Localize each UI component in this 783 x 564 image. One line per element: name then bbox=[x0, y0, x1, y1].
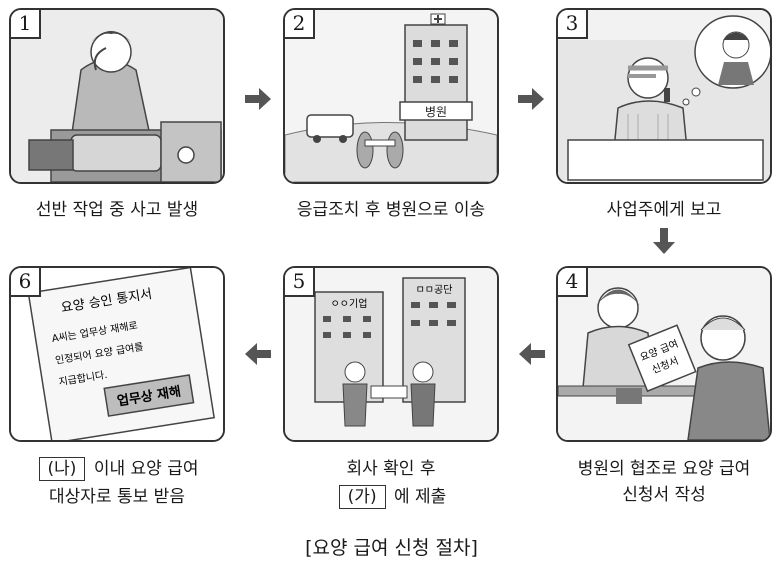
step-6-caption-line1: 이내 요양 급여 bbox=[93, 459, 199, 479]
report-to-employer-illustration bbox=[558, 10, 770, 182]
submission-handshake-illustration: ㅇㅇ기업 ㅁㅁ공단 bbox=[285, 268, 497, 440]
arrow-right-icon bbox=[518, 88, 544, 110]
approval-notice-illustration: 요양 승인 통지서 A씨는 업무상 재해로 인정되어 요양 급여를 지급합니다.… bbox=[11, 268, 223, 440]
company-sign: ㅇㅇ기업 bbox=[331, 297, 368, 310]
step-number: 5 bbox=[285, 268, 315, 297]
step-4-caption-line2: 신청서 작성 bbox=[622, 485, 706, 505]
step-1-panel: 1 bbox=[9, 8, 225, 184]
step-3-caption: 사업주에게 보고 bbox=[606, 200, 722, 220]
blank-ga-box: (가) bbox=[338, 485, 386, 509]
agency-sign: ㅁㅁ공단 bbox=[416, 284, 453, 296]
step-2-caption: 응급조치 후 병원으로 이송 bbox=[296, 200, 486, 220]
lathe-accident-illustration bbox=[11, 10, 223, 182]
hospital-transport-illustration: 병원 bbox=[285, 10, 497, 182]
step-5-caption-line1: 회사 확인 후 bbox=[346, 459, 436, 479]
hospital-sign: 병원 bbox=[425, 105, 447, 119]
step-number: 1 bbox=[11, 10, 41, 39]
step-3-panel: 3 bbox=[556, 8, 772, 184]
blank-na-box: (나) bbox=[38, 457, 86, 481]
step-6-panel: 6 요양 승인 통지서 A씨는 업무상 재해로 인정되어 요양 급여를 지급합니… bbox=[9, 266, 225, 442]
step-number: 6 bbox=[11, 268, 41, 297]
step-number: 2 bbox=[285, 10, 315, 39]
arrow-left-icon bbox=[245, 343, 271, 365]
step-6-caption-line2: 대상자로 통보 받음 bbox=[49, 487, 185, 507]
step-2-panel: 2 병원 bbox=[283, 8, 499, 184]
step-5-caption-line2: 에 제출 bbox=[393, 487, 447, 507]
arrow-down-icon bbox=[653, 228, 675, 254]
arrow-right-icon bbox=[245, 88, 271, 110]
step-1-caption: 선반 작업 중 사고 발생 bbox=[35, 200, 199, 220]
step-number: 4 bbox=[558, 268, 588, 297]
step-5-panel: 5 ㅇㅇ기업 ㅁㅁ공단 bbox=[283, 266, 499, 442]
step-6-caption: (나) 이내 요양 급여 대상자로 통보 받음 bbox=[1, 456, 233, 510]
step-5-caption: 회사 확인 후 (가) 에 제출 bbox=[275, 456, 507, 510]
step-4-caption: 병원의 협조로 요양 급여 신청서 작성 bbox=[548, 456, 780, 508]
arrow-left-icon bbox=[519, 343, 545, 365]
step-number: 3 bbox=[558, 10, 588, 39]
diagram-title: [요양 급여 신청 절차] bbox=[305, 537, 478, 559]
step-4-caption-line1: 병원의 협조로 요양 급여 bbox=[577, 459, 751, 479]
hospital-application-illustration: 요양 급여 신청서 bbox=[558, 268, 770, 440]
step-4-panel: 4 요양 급여 신청서 bbox=[556, 266, 772, 442]
